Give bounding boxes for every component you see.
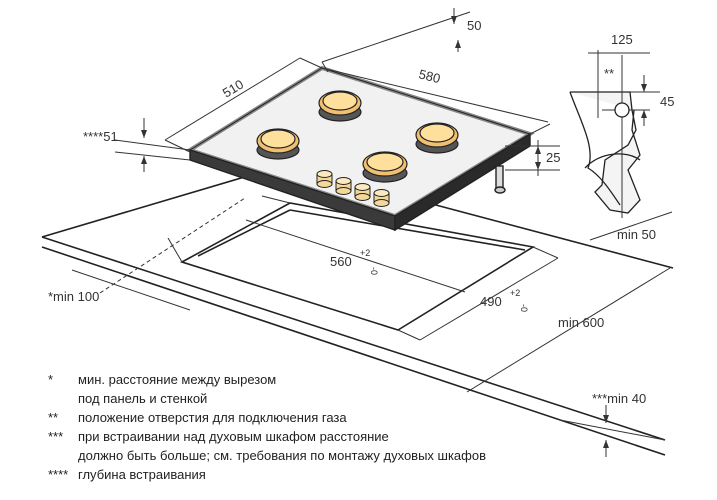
dimension-lines [71,8,673,457]
burner-right [415,122,459,154]
footnote-text: положение отверстия для подключения газа [78,410,347,425]
footnote-mark [48,389,78,408]
dim-hob-height: 25 [546,150,560,165]
burners [256,90,459,183]
footnote-row: *** при встраивании над духовым шкафом ра… [48,427,486,446]
dim-min-below: ***min 40 [592,391,646,406]
footnote-mark: * [48,372,54,387]
knob-4 [373,189,390,207]
hob [185,65,535,232]
dim-hob-depth: 510 [220,77,246,101]
dim-cutout-depth: 490 [480,294,502,309]
dim-embed-depth: ****51 [83,129,118,144]
footnote-row: должно быть больше; см. требования по мо… [48,446,486,465]
dim-min-counter-depth: min 600 [558,315,604,330]
dim-cutout-width-tol-bottom: -0 [369,267,379,275]
footnote-mark: **** [48,467,69,482]
burner-front-right [362,151,408,183]
gas-detail-width: 125 [611,32,633,47]
footnote-row: * мин. расстояние между вырезом [48,370,486,389]
arrowheads [141,16,609,448]
gas-detail-marker: ** [604,66,614,81]
footnote-text: при встраивании над духовым шкафом расст… [78,429,389,444]
burner-front-left [256,128,300,160]
footnote-text: глубина встраивания [78,467,206,482]
gas-detail-offset: 45 [660,94,674,109]
dim-top-clearance: 50 [467,18,481,33]
dim-cutout-width: 560 [330,254,352,269]
knob-1 [316,170,333,188]
footnote-row: ** положение отверстия для подключения га… [48,408,486,427]
footnotes: * мин. расстояние между вырезом под панел… [48,370,486,484]
knob-2 [335,177,352,195]
footnote-mark: ** [48,410,59,425]
footnote-text: мин. расстояние между вырезом [78,372,277,387]
footnote-text: должно быть больше; см. требования по мо… [78,448,486,463]
dim-cutout-depth-tol-bottom: -0 [519,304,529,312]
gas-connection-detail [569,50,660,218]
footnote-mark: *** [48,429,64,444]
burner-back [318,90,362,122]
dim-cutout-depth-tol-top: +2 [510,288,520,298]
footnote-mark [48,446,78,465]
footnote-row: под панель и стенкой [48,389,486,408]
control-knobs [316,170,390,207]
dim-min-back: min 50 [617,227,656,242]
footnote-text: под панель и стенкой [78,391,208,406]
footnote-row: **** глубина встраивания [48,465,486,484]
knob-3 [354,183,371,201]
dim-cutout-width-tol-top: +2 [360,248,370,258]
dim-hob-width: 580 [417,66,442,86]
dim-min-wall-side: *min 100 [48,289,99,304]
